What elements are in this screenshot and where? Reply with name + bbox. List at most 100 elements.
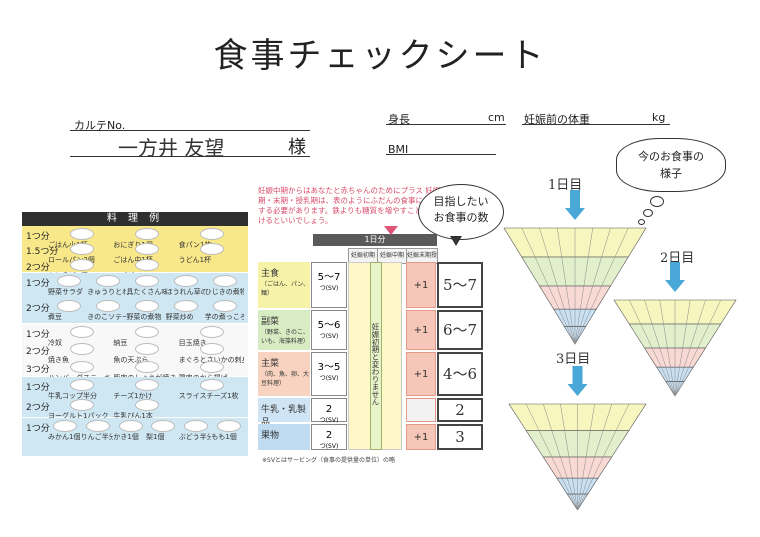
arrow-head-icon (567, 384, 588, 396)
category-name: 主菜 (261, 359, 280, 369)
goal-count-cell: 5〜7 (437, 262, 483, 308)
pyramid-grid-line (574, 227, 629, 345)
guide-band: 1つ分みかん1個りんご半分かき1個梨1個ぶどう半分もも1個 (22, 418, 248, 457)
serving-count: 2つ分 (26, 403, 50, 413)
pyramid-grid-line (577, 403, 595, 511)
down-marker-icon (384, 226, 398, 235)
food-illustration-icon (56, 300, 81, 312)
pyramid-grid-line (577, 403, 630, 511)
food-example-label: 野菜サラダ (48, 288, 83, 296)
weight-unit: kg (652, 111, 666, 124)
food-illustration-icon (69, 258, 94, 271)
plus-cell: +1 (406, 262, 436, 308)
food-example-label: おにぎり1個 (113, 241, 153, 249)
day-3-pyramid (508, 366, 647, 511)
food-example-label: 納豆 (113, 339, 128, 347)
food-example-label: 野菜炒め (165, 313, 194, 321)
karte-label: カルテNo. (74, 119, 126, 132)
arrow-shaft-icon (570, 190, 580, 208)
pyramid-grid-line (674, 299, 706, 397)
food-example-label: ヨーグルト1パック (48, 412, 109, 420)
bubble-tail-icon (450, 236, 462, 246)
guide-title: 料 理 例 (22, 212, 248, 226)
serving-count: 2つ分 (26, 262, 50, 273)
pyramid-grid-line (525, 403, 578, 511)
thought-line-1: 今のお食事の (638, 150, 704, 163)
pyramid-grid-line (644, 299, 676, 397)
karte-line (70, 130, 310, 131)
food-illustration-icon (200, 343, 225, 356)
servings-value: 5〜6 (317, 320, 341, 331)
serving-count: 1つ分 (26, 232, 50, 242)
servings-unit: つ(SV) (319, 417, 339, 424)
day-3-label: 3日目 (556, 352, 591, 367)
category-name: 主食 (261, 269, 280, 279)
servings-unit: つ(SV) (319, 333, 339, 340)
food-illustration-icon (174, 300, 199, 312)
food-example-label: 野菜の煮物 (126, 313, 162, 321)
food-example-label: 目玉焼き (178, 339, 207, 347)
bmi-label: BMI (388, 143, 409, 156)
food-illustration-icon (200, 243, 225, 256)
food-illustration-icon (69, 379, 94, 391)
food-illustration-icon (174, 275, 199, 287)
guide-band: 1つ分2つ分野菜サラダきゅうりとわかめの酢の物具たくさん味噌汁ほうれん草のお浸し… (22, 273, 248, 324)
food-illustration-icon (69, 360, 94, 373)
food-illustration-icon (86, 420, 110, 432)
food-illustration-icon (213, 300, 238, 312)
servings-unit: つ(SV) (319, 375, 339, 382)
pyramid-grid-line (674, 299, 691, 397)
arrow-head-icon (665, 280, 685, 292)
food-example-label: 食パン1枚 (178, 241, 212, 249)
food-example-label: スライスチーズ1枚 (178, 392, 239, 400)
food-example-label: もも1個 (211, 433, 237, 441)
food-illustration-icon (56, 275, 81, 287)
table-header: 1日分 (313, 234, 437, 246)
thought-cloud: 今のお食事の 様子 (616, 138, 726, 192)
weight-label: 妊娠前の体重 (524, 113, 590, 126)
food-illustration-icon (151, 420, 176, 432)
pyramid-grid-line (574, 227, 611, 345)
food-illustration-icon (69, 343, 94, 356)
servings-value: 2 (325, 404, 333, 415)
plus-cell (406, 398, 436, 422)
arrow-shaft-icon (670, 262, 680, 280)
food-illustration-icon (200, 360, 225, 373)
food-illustration-icon (118, 420, 143, 432)
arrow-shaft-icon (572, 366, 583, 384)
pyramid-grid-line (574, 227, 593, 345)
category-sub: （野菜、きのこ、いも、海藻料理） (261, 329, 309, 345)
pyramid-grid-line (659, 299, 676, 397)
food-example-label: まぐろとさいかの刺身 (179, 355, 244, 365)
food-illustration-icon (200, 379, 225, 391)
serving-count: 1つ分 (26, 383, 50, 393)
food-illustration-icon (213, 275, 238, 287)
food-illustration-icon (95, 300, 120, 312)
goal-bubble: 目指したい お食事の数 (418, 184, 504, 240)
serving-count: 1つ分 (26, 424, 50, 434)
category-cell: 主菜（肉、魚、卵、大豆料理） (258, 352, 310, 396)
food-example-label: 煮豆 (48, 313, 62, 321)
food-example-label: 梨1個 (146, 433, 165, 441)
category-name: 牛乳・乳製品 (261, 405, 307, 428)
food-example-label: ひじきの煮物 (204, 288, 244, 296)
thought-dot-icon (643, 209, 653, 217)
pyramid-grid-line (577, 403, 612, 511)
food-example-label: きゅうりとわかめの酢の物 (87, 288, 127, 296)
food-example-label: 牛乳びん1本 (113, 412, 153, 420)
category-name: 果物 (261, 431, 280, 441)
food-example-label: 牛乳コップ半分 (48, 392, 97, 400)
category-cell: 副菜（野菜、きのこ、いも、海藻料理） (258, 310, 310, 350)
pyramid-grid-line (674, 299, 721, 397)
food-illustration-icon (69, 243, 94, 256)
food-example-label: 具たくさん味噌汁 (126, 288, 166, 296)
pyramid-grid-line (539, 227, 576, 345)
serving-count: 1.5つ分 (26, 247, 59, 258)
food-illustration-icon (135, 326, 159, 338)
category-cell: 主食（ごはん、パン、麺） (258, 262, 310, 308)
food-example-label: うどん1杯 (178, 256, 212, 265)
thought-dot-icon (650, 196, 664, 207)
